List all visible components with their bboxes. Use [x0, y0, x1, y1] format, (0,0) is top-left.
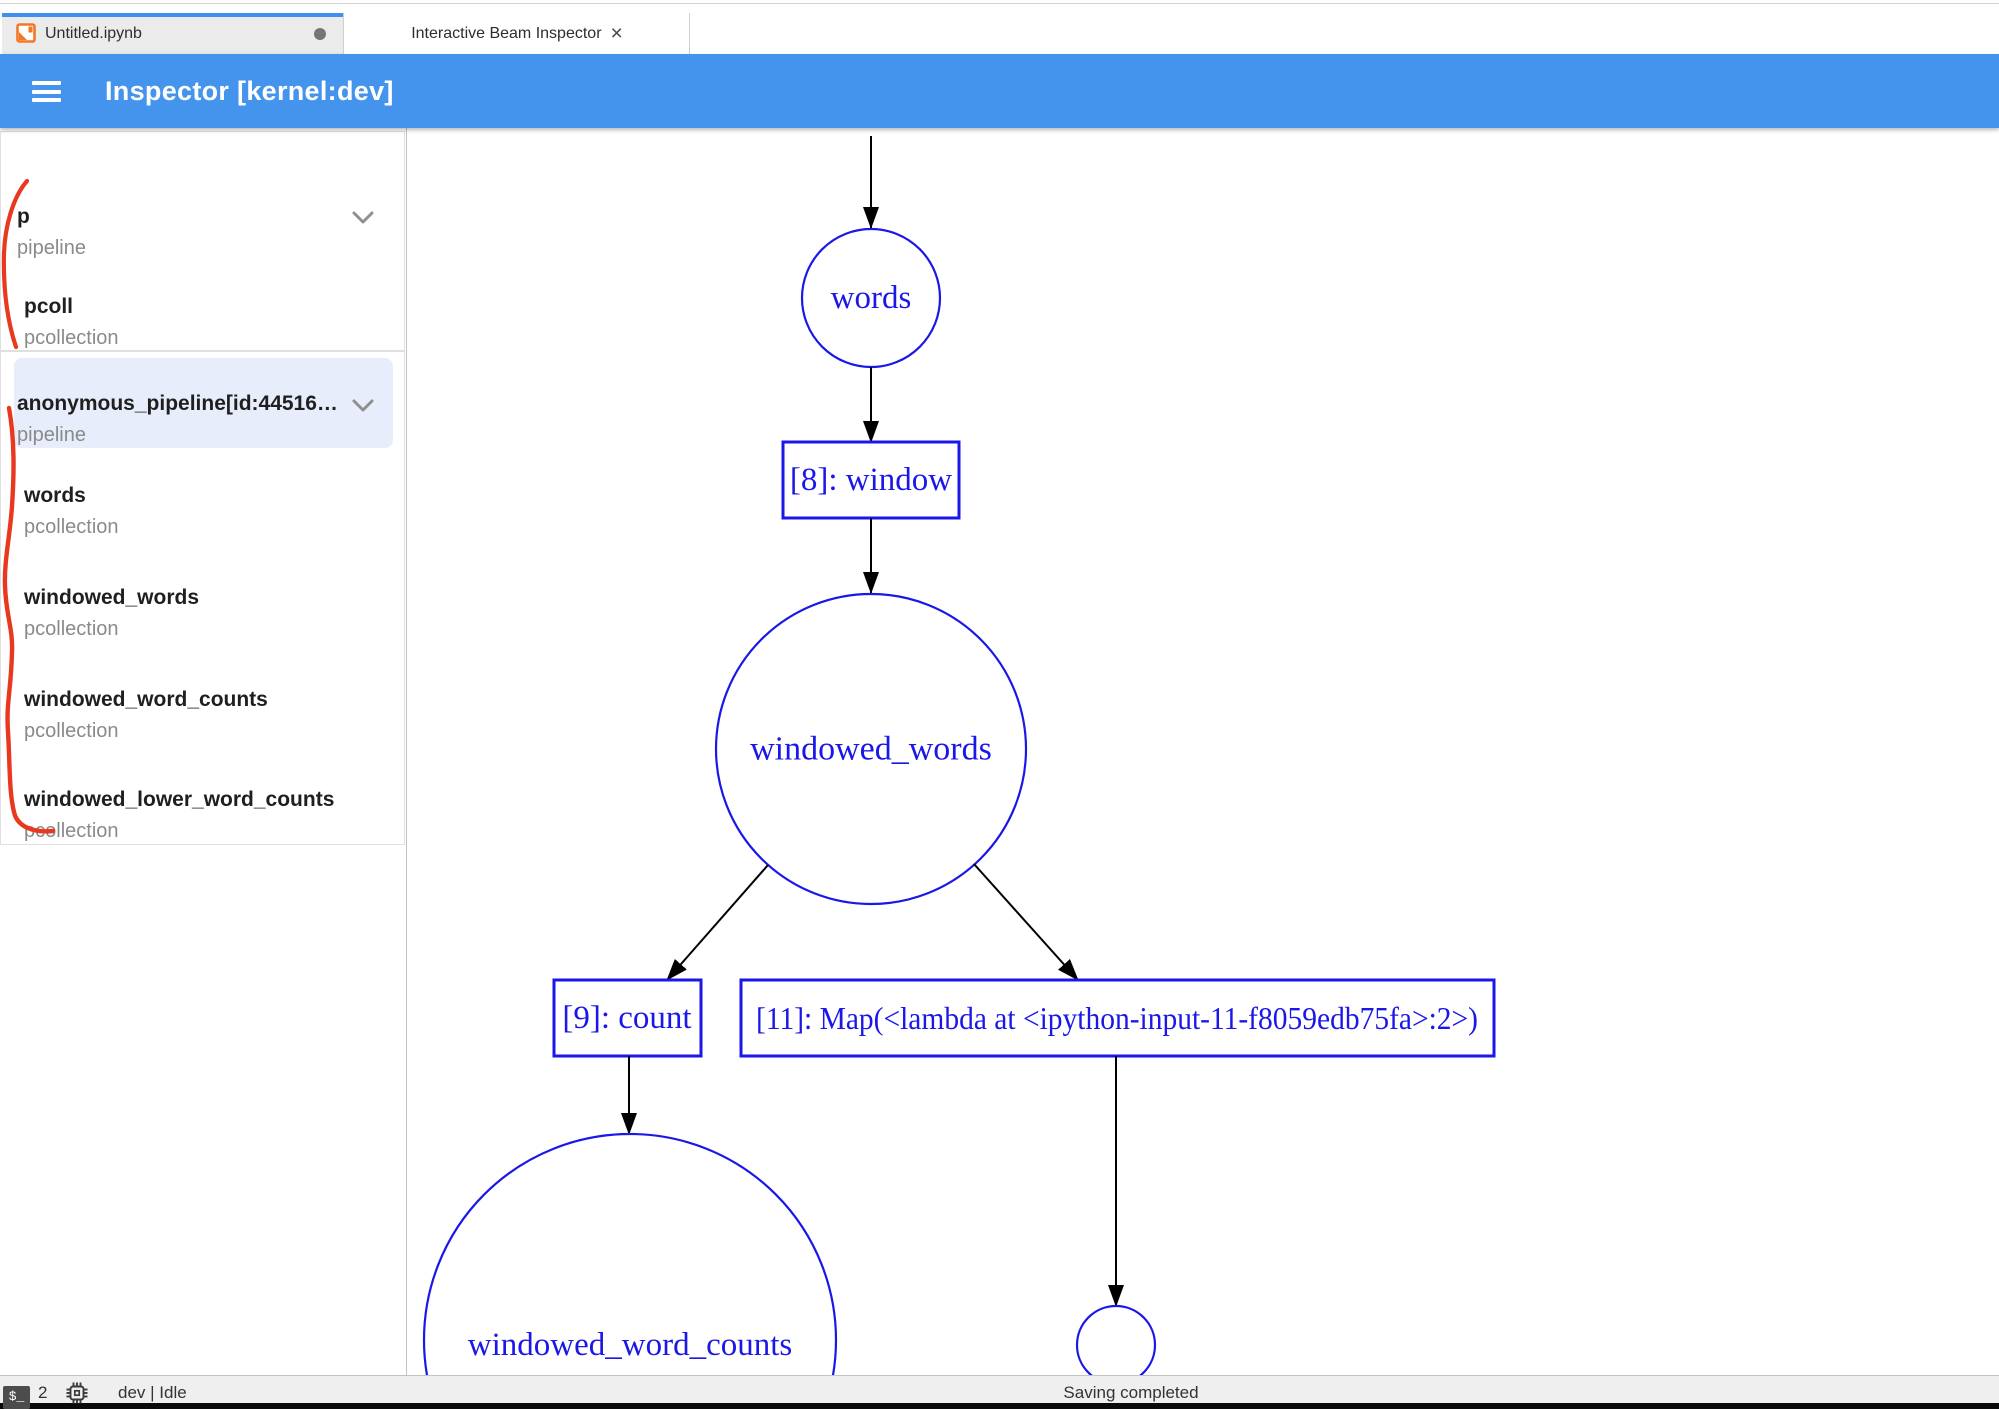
chevron-down-icon[interactable] — [352, 399, 374, 412]
page-title: Inspector [kernel:dev] — [105, 76, 394, 106]
tab-label: Untitled.ipynb — [45, 25, 142, 42]
item-type: pipeline — [17, 424, 86, 446]
node-map-label: [11]: Map(<lambda at <ipython-input-11-f… — [756, 1000, 1478, 1036]
item-name: windowed_lower_word_counts — [24, 788, 335, 811]
item-name: p — [17, 205, 30, 228]
item-name: windowed_words — [24, 586, 200, 609]
sidebar-item-words[interactable]: words pcollection — [24, 483, 119, 540]
kernel-chip-icon[interactable] — [64, 1380, 90, 1406]
node-windowed-word-counts-label: windowed_word_counts — [468, 1327, 792, 1363]
notebook-icon — [16, 23, 36, 43]
node-window-label: [8]: window — [790, 462, 952, 498]
item-type: pipeline — [17, 237, 86, 259]
dock-tab-bar: Untitled.ipynb Interactive Beam Inspecto… — [0, 13, 1999, 54]
item-name: pcoll — [24, 295, 74, 318]
sidebar-item-anonymous-pipeline[interactable]: anonymous_pipeline[id:44516… pipeline — [17, 391, 338, 448]
inspector-header: Inspector [kernel:dev] — [0, 54, 1999, 128]
item-type: pcollection — [24, 820, 119, 842]
close-icon[interactable]: × — [610, 22, 623, 45]
sidebar-item-windowed-word-counts[interactable]: windowed_word_counts pcollection — [24, 687, 268, 744]
tab-interactive-beam-inspector[interactable]: Interactive Beam Inspector × — [345, 13, 690, 54]
status-bar: $_ 2 dev | Idle Saving completed — [0, 1375, 1999, 1409]
node-windowed-words-circle[interactable] — [714, 592, 1028, 906]
tab-untitled-notebook[interactable]: Untitled.ipynb — [2, 13, 344, 54]
item-name: anonymous_pipeline[id:44516… — [17, 392, 338, 415]
panel-divider — [406, 128, 407, 1375]
save-status-message: Saving completed — [1063, 1383, 1199, 1402]
item-type: pcollection — [24, 618, 119, 640]
unsaved-changes-dot — [314, 28, 326, 40]
window-bottom-edge — [0, 1403, 1999, 1409]
item-name: windowed_word_counts — [24, 688, 268, 711]
tab-label: Interactive Beam Inspector — [411, 24, 602, 42]
pipeline-graph: words [8]: window windowed_words [9]: co… — [422, 136, 1496, 1375]
item-type: pcollection — [24, 720, 119, 742]
node-windowed-words-label: windowed_words — [750, 731, 992, 768]
window-top-border — [0, 3, 1999, 4]
sidebar-item-windowed-lower-word-counts[interactable]: windowed_lower_word_counts pcollection — [24, 787, 334, 844]
chevron-down-icon[interactable] — [352, 211, 374, 224]
item-name: words — [24, 484, 86, 507]
sidebar-item-windowed-words[interactable]: windowed_words pcollection — [24, 585, 199, 642]
item-type: pcollection — [24, 327, 119, 349]
sidebar-item-pcoll[interactable]: pcoll pcollection — [24, 294, 119, 351]
edge-windowed-words-to-map — [973, 863, 1079, 981]
selected-item-highlight — [14, 358, 393, 448]
node-output-circle[interactable] — [1075, 1304, 1157, 1375]
tab-accent-bar — [2, 13, 343, 17]
edge-windowed-words-to-count — [666, 864, 769, 981]
pipeline-section-p: p pipeline pcoll pcollection — [0, 131, 405, 351]
node-window-box[interactable] — [781, 440, 961, 520]
pipeline-section-anonymous: anonymous_pipeline[id:44516… pipeline wo… — [0, 351, 405, 845]
node-words-label: words — [831, 280, 912, 316]
sidebar-item-pipeline-p[interactable]: p pipeline — [17, 204, 86, 261]
node-count-label: [9]: count — [562, 1000, 691, 1036]
terminal-icon[interactable]: $_ — [3, 1386, 30, 1409]
pipeline-sidebar: p pipeline pcoll pcollection anonymous_p… — [0, 128, 406, 1375]
node-windowed-word-counts-circle[interactable] — [422, 1132, 838, 1375]
item-type: pcollection — [24, 516, 119, 538]
node-map-box[interactable] — [739, 978, 1496, 1058]
terminal-count: 2 — [38, 1383, 48, 1402]
kernel-status-text[interactable]: dev | Idle — [118, 1383, 187, 1402]
node-count-box[interactable] — [552, 978, 703, 1058]
hamburger-menu-icon[interactable] — [32, 81, 61, 102]
